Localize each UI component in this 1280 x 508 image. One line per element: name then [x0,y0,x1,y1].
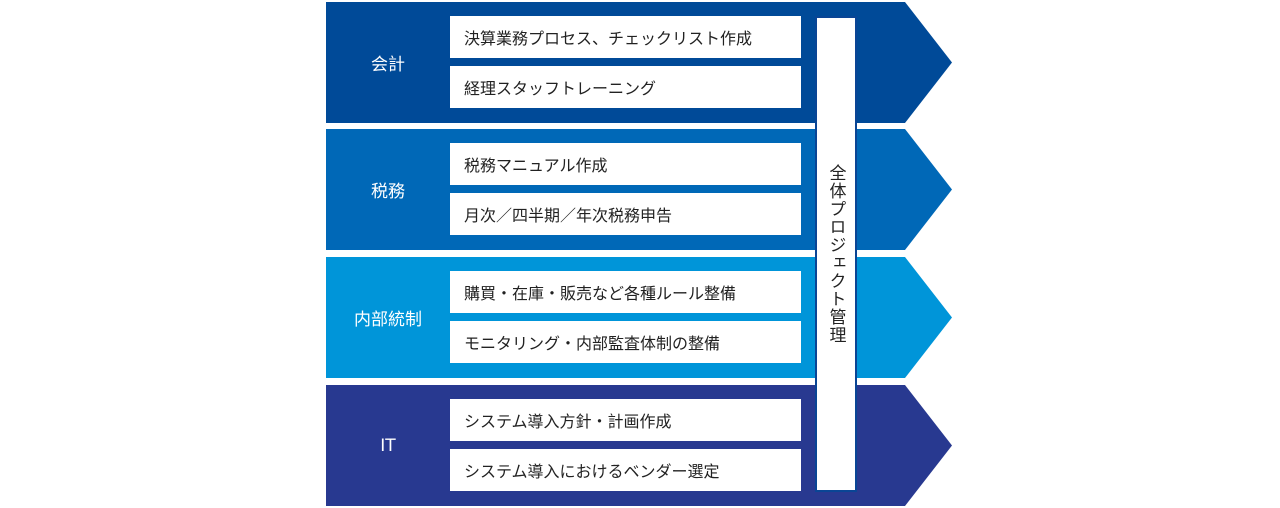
task-box: 月次／四半期／年次税務申告 [450,193,801,235]
task-box: システム導入方針・計画作成 [450,399,801,441]
overall-label: 全体プロジェクト管理 [825,164,846,344]
category-band: IT システム導入方針・計画作成 システム導入におけるベンダー選定 [326,385,952,506]
category-label: IT [380,435,396,456]
category-band: 会計 決算業務プロセス、チェックリスト作成 経理スタッフトレーニング [326,2,952,123]
category-label: 税務 [371,182,405,202]
task-box: 購買・在庫・販売など各種ルール整備 [450,271,801,313]
category-band: 内部統制 購買・在庫・販売など各種ルール整備 モニタリング・内部監査体制の整備 [326,257,952,378]
task-box: 決算業務プロセス、チェックリスト作成 [450,16,801,58]
overall-project-management: 全体プロジェクト管理 [815,16,857,492]
task-box: 税務マニュアル作成 [450,143,801,185]
category-band: 税務 税務マニュアル作成 月次／四半期／年次税務申告 [326,129,952,250]
category-label: 会計 [371,55,405,75]
category-label: 内部統制 [354,310,422,330]
task-box: システム導入におけるベンダー選定 [450,449,801,491]
task-box: 経理スタッフトレーニング [450,66,801,108]
task-box: モニタリング・内部監査体制の整備 [450,321,801,363]
